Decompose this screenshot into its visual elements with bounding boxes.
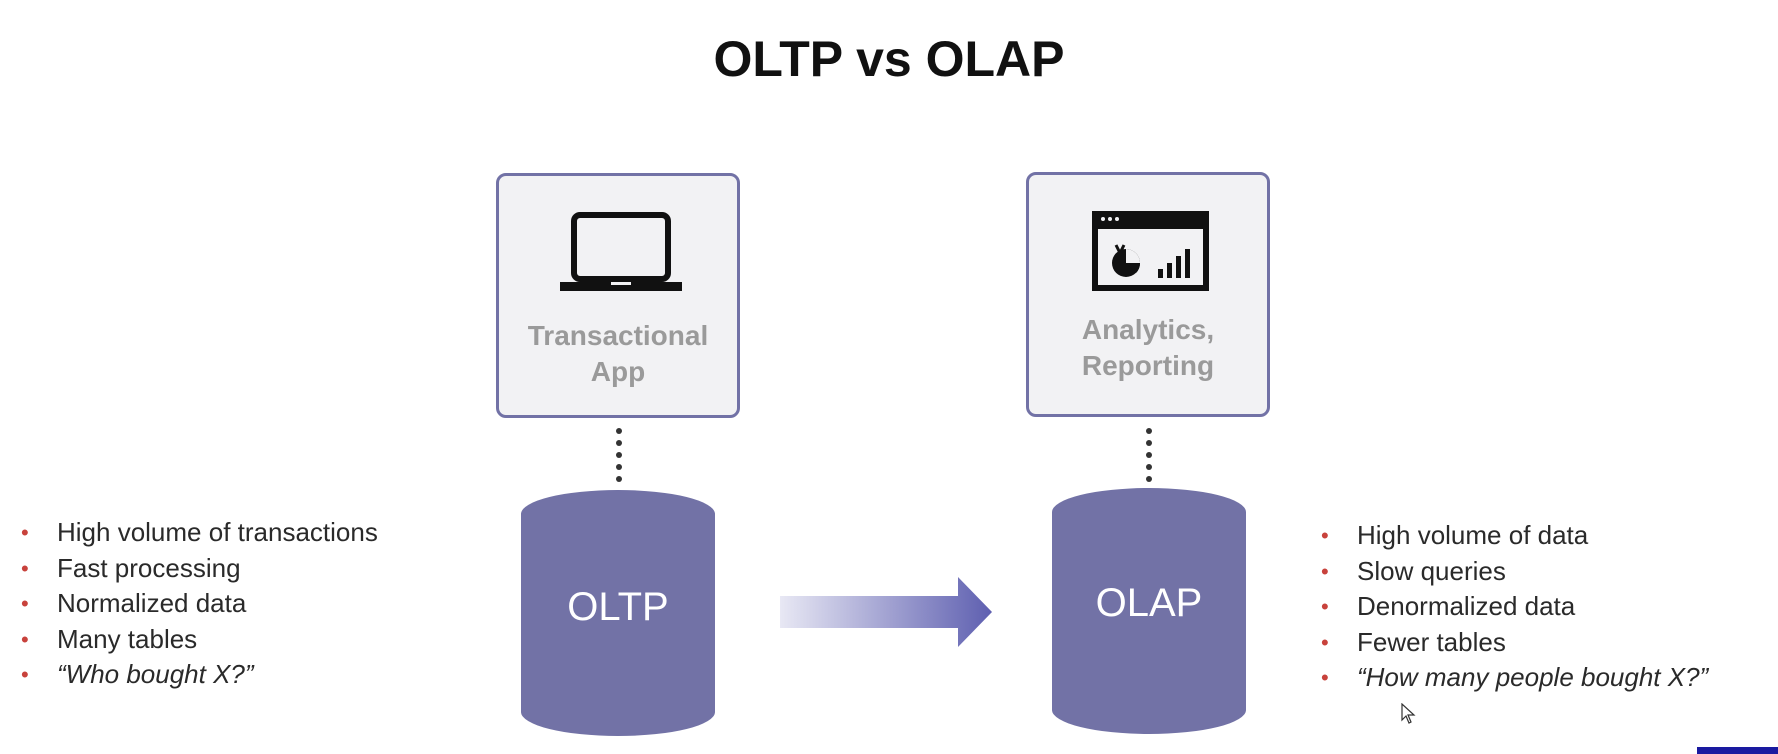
list-item: •High volume of transactions	[21, 517, 378, 547]
list-item: •Fast processing	[21, 552, 241, 583]
olap-database-cylinder	[1052, 488, 1246, 734]
analytics-reporting-box: Analytics, Reporting	[1026, 172, 1270, 417]
app-label-line1: Transactional	[527, 320, 709, 351]
corner-accent-bar	[1697, 747, 1778, 754]
list-item: •Fewer tables	[1321, 626, 1506, 657]
dashboard-chart-icon	[1092, 211, 1209, 291]
list-item: •High volume of data	[1321, 520, 1589, 550]
page-title: OLTP vs OLAP	[713, 31, 1065, 87]
list-item: •“How many people bought X?”	[1321, 662, 1709, 692]
transactional-app-box: Transactional App	[496, 173, 740, 418]
dotted-connector-left	[616, 428, 622, 482]
app-label-line1: Analytics,	[1081, 314, 1215, 345]
list-item: •Denormalized data	[1321, 591, 1576, 621]
list-item: •Slow queries	[1321, 555, 1506, 586]
list-item: •“Who bought X?”	[21, 659, 254, 689]
laptop-icon	[560, 212, 682, 291]
oltp-characteristics-list: •High volume of transactions •Fast proce…	[20, 515, 378, 693]
app-label-line2: Reporting	[1081, 350, 1215, 381]
list-item: •Many tables	[21, 623, 198, 654]
mouse-cursor-icon	[1401, 703, 1416, 724]
oltp-label: OLTP	[567, 585, 669, 629]
olap-characteristics-list: •High volume of data •Slow queries •Deno…	[1320, 518, 1708, 696]
oltp-database-cylinder	[521, 490, 715, 736]
arrow-right-icon	[780, 577, 992, 647]
dotted-connector-right	[1146, 428, 1152, 482]
olap-label: OLAP	[1095, 581, 1203, 625]
app-label-line2: App	[590, 356, 646, 387]
list-item: •Normalized data	[21, 588, 247, 618]
